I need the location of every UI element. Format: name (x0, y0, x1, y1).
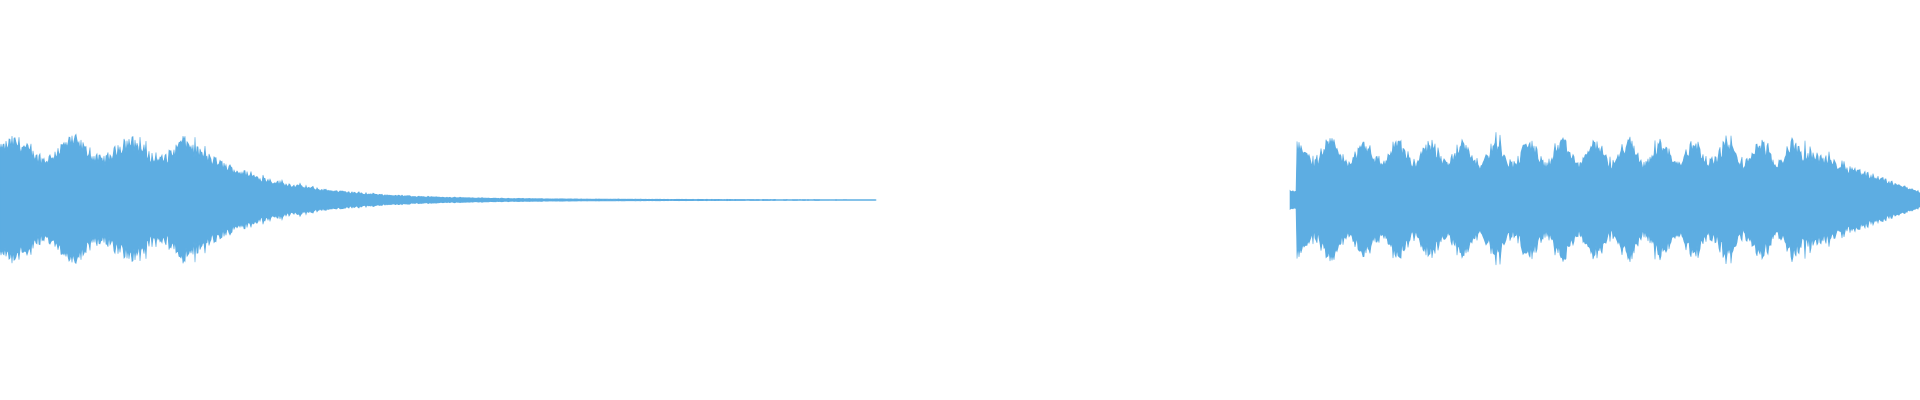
waveform-segment-1 (0, 133, 877, 265)
waveform-segment-2 (1289, 132, 1920, 266)
